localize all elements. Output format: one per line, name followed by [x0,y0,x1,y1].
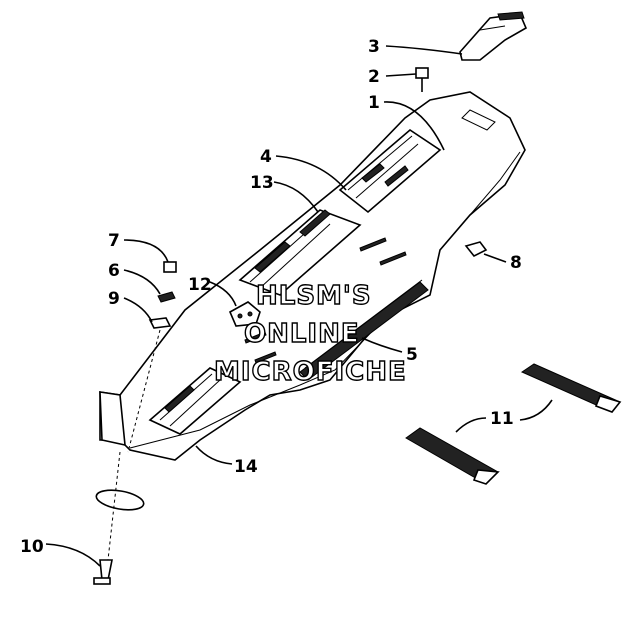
watermark-line-3: MICROFICHE [214,357,407,387]
callout-6: 6 [108,261,120,281]
clip-part [228,301,261,327]
callout-8: 8 [510,253,522,273]
bracket-part [459,11,528,61]
callout-10: 10 [20,537,44,557]
callout-12: 12 [188,275,212,295]
callout-3: 3 [368,37,380,57]
callout-2: 2 [368,67,380,87]
cleat-strips [405,363,622,485]
middle-opening [238,209,362,296]
callout-14: 14 [234,457,258,477]
callout-4: 4 [260,147,272,167]
callout-7: 7 [108,231,120,251]
grille-strip [299,279,429,381]
watermark: HLSM'S ONLINE MICROFICHE [213,280,407,387]
watermark-line-2: ONLINE [244,319,360,349]
pan-slots [244,237,407,364]
callout-labels: 3 2 1 4 13 7 6 9 12 8 5 11 14 10 [20,37,522,557]
left-fasteners [127,261,177,453]
watermark-line-1: HLSM'S [256,281,372,311]
callout-11: 11 [490,409,514,429]
callout-13: 13 [250,173,274,193]
callout-5: 5 [406,345,418,365]
lower-opening [148,367,242,435]
nut-part [464,241,488,258]
callout-9: 9 [108,289,120,309]
small-bolt [415,67,429,92]
leader-lines [45,45,553,567]
washer-bolt [93,451,145,585]
main-pan-plate [99,91,526,461]
upper-opening [338,128,442,214]
callout-1: 1 [368,93,380,113]
